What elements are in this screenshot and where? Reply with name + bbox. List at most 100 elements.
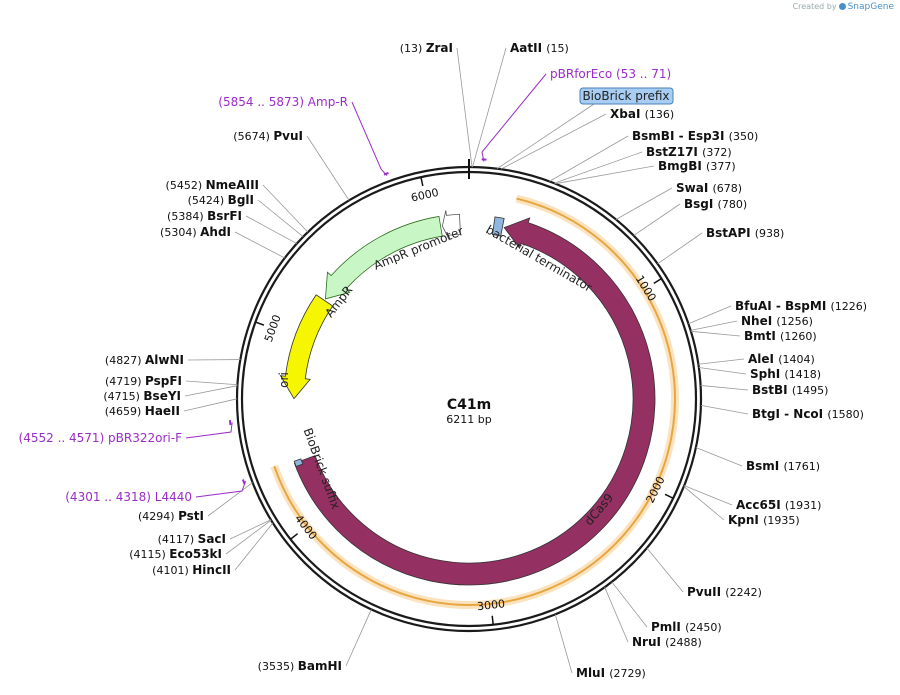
site-position: (5424) xyxy=(188,194,228,207)
site-label: BsgI (780) xyxy=(684,197,747,211)
site-label: MluI (2729) xyxy=(576,666,646,680)
site-label: (4719) PspFI xyxy=(105,374,182,388)
site-name: PvuII xyxy=(687,585,725,599)
feature-ampr_promoter xyxy=(441,210,461,241)
site-name: SphI xyxy=(750,367,784,381)
site-label: BstAPI (938) xyxy=(706,226,784,240)
credit-prefix: Created by xyxy=(792,2,837,11)
site-leader-line xyxy=(700,385,749,391)
scale-tick-label: 3000 xyxy=(476,597,505,613)
site-leader-line xyxy=(684,485,733,506)
site-leader-line xyxy=(690,320,738,331)
primer-label: (4552 .. 4571) pBR322ori-F xyxy=(19,431,183,445)
site-label: (4294) PstI xyxy=(138,509,204,523)
site-label: NheI (1256) xyxy=(741,314,813,328)
site-leader-line xyxy=(657,232,703,265)
site-name: AhdI xyxy=(200,225,231,239)
site-position: (377) xyxy=(706,160,736,173)
site-leader-line xyxy=(690,330,741,337)
site-position: (4115) xyxy=(129,548,169,561)
site-position: (1935) xyxy=(763,514,800,527)
site-name: BsgI xyxy=(684,197,718,211)
site-name: BfuAI - BspMI xyxy=(735,299,830,313)
site-position: (1580) xyxy=(827,408,864,421)
primer-layer: pBRforEco (53 .. 71)(5854 .. 5873) Amp-R… xyxy=(19,67,672,504)
site-leader-line xyxy=(549,135,629,182)
site-leader-line xyxy=(306,135,350,201)
site-position: (4719) xyxy=(105,375,145,388)
primer-leader xyxy=(185,422,233,439)
primer-label: (4301 .. 4318) L4440 xyxy=(65,490,192,504)
site-name: Acc65I xyxy=(736,498,785,512)
site-position: (5674) xyxy=(233,130,273,143)
primer-leader xyxy=(195,480,247,498)
site-position: (4827) xyxy=(105,354,145,367)
site-label: SphI (1418) xyxy=(750,367,821,381)
site-label: PvuII (2242) xyxy=(687,585,762,599)
site-name: PvuI xyxy=(273,129,303,143)
site-leader-line xyxy=(633,203,681,236)
site-name: BsmBI - Esp3I xyxy=(632,129,729,143)
primer-label: (5854 .. 5873) Amp-R xyxy=(218,95,348,109)
snapgene-logo-icon xyxy=(838,3,846,10)
site-name: PspFI xyxy=(145,374,182,388)
site-position: (5452) xyxy=(166,179,206,192)
site-label: BsmI (1761) xyxy=(746,459,820,473)
site-label: BsmBI - Esp3I (350) xyxy=(632,129,758,143)
site-position: (1931) xyxy=(785,499,822,512)
site-position: (678) xyxy=(712,182,742,195)
site-position: (4101) xyxy=(152,564,192,577)
feature-bacterial_terminator xyxy=(491,216,505,237)
site-position: (1761) xyxy=(783,460,820,473)
site-label: (13) ZraI xyxy=(400,41,453,55)
scale-tick xyxy=(491,615,494,625)
site-label: AatII (15) xyxy=(510,41,569,55)
site-label: BmgBI (377) xyxy=(658,159,736,173)
site-name: SacI xyxy=(198,532,226,546)
site-label: PmlI (2450) xyxy=(651,620,722,634)
site-name: XbaI xyxy=(610,107,645,121)
site-name: NmeAIII xyxy=(206,178,259,192)
site-position: (136) xyxy=(645,108,675,121)
site-leader-line xyxy=(555,165,655,185)
site-label: NruI (2488) xyxy=(632,635,702,649)
site-name: NruI xyxy=(632,635,665,649)
site-position: (1260) xyxy=(780,330,817,343)
site-leader-line xyxy=(500,113,607,170)
primer-arrow-icon xyxy=(241,479,246,485)
site-leader-line xyxy=(698,358,745,365)
site-label: BfuAI - BspMI (1226) xyxy=(735,299,867,313)
scale-tick xyxy=(290,533,299,540)
site-label: (5304) AhdI xyxy=(160,225,231,239)
site-label: (5384) BsrFI xyxy=(167,209,242,223)
plasmid-name: C41m xyxy=(447,397,491,413)
site-layer: BioBrick prefix xyxy=(183,47,749,674)
site-position: (1256) xyxy=(776,315,813,328)
site-position: (13) xyxy=(400,42,426,55)
site-position: (2488) xyxy=(665,636,702,649)
site-name: NheI xyxy=(741,314,776,328)
feature-label-ori: ori xyxy=(277,372,291,388)
site-position: (350) xyxy=(729,130,759,143)
callout-box xyxy=(579,87,674,105)
primer-arrow-icon xyxy=(383,171,389,176)
site-name: BstAPI xyxy=(706,226,755,240)
site-position: (4715) xyxy=(103,390,143,403)
site-name: Eco53kI xyxy=(169,547,222,561)
site-position: (4294) xyxy=(138,510,178,523)
site-label: BstBI (1495) xyxy=(752,383,828,397)
site-label: BtgI - NcoI (1580) xyxy=(752,407,864,421)
site-name: SwaI xyxy=(676,181,712,195)
site-label: (4827) AlwNI xyxy=(105,353,184,367)
site-position: (2242) xyxy=(725,586,762,599)
site-name: BtgI - NcoI xyxy=(752,407,827,421)
site-name: KpnI xyxy=(728,513,763,527)
scale-tick-label: 1000 xyxy=(633,273,659,304)
site-position: (2729) xyxy=(609,667,646,680)
site-leader-line xyxy=(185,380,238,386)
site-leader-line xyxy=(554,151,643,184)
site-leader-line xyxy=(615,187,673,220)
site-position: (780) xyxy=(718,198,748,211)
primer-leader xyxy=(481,73,547,162)
